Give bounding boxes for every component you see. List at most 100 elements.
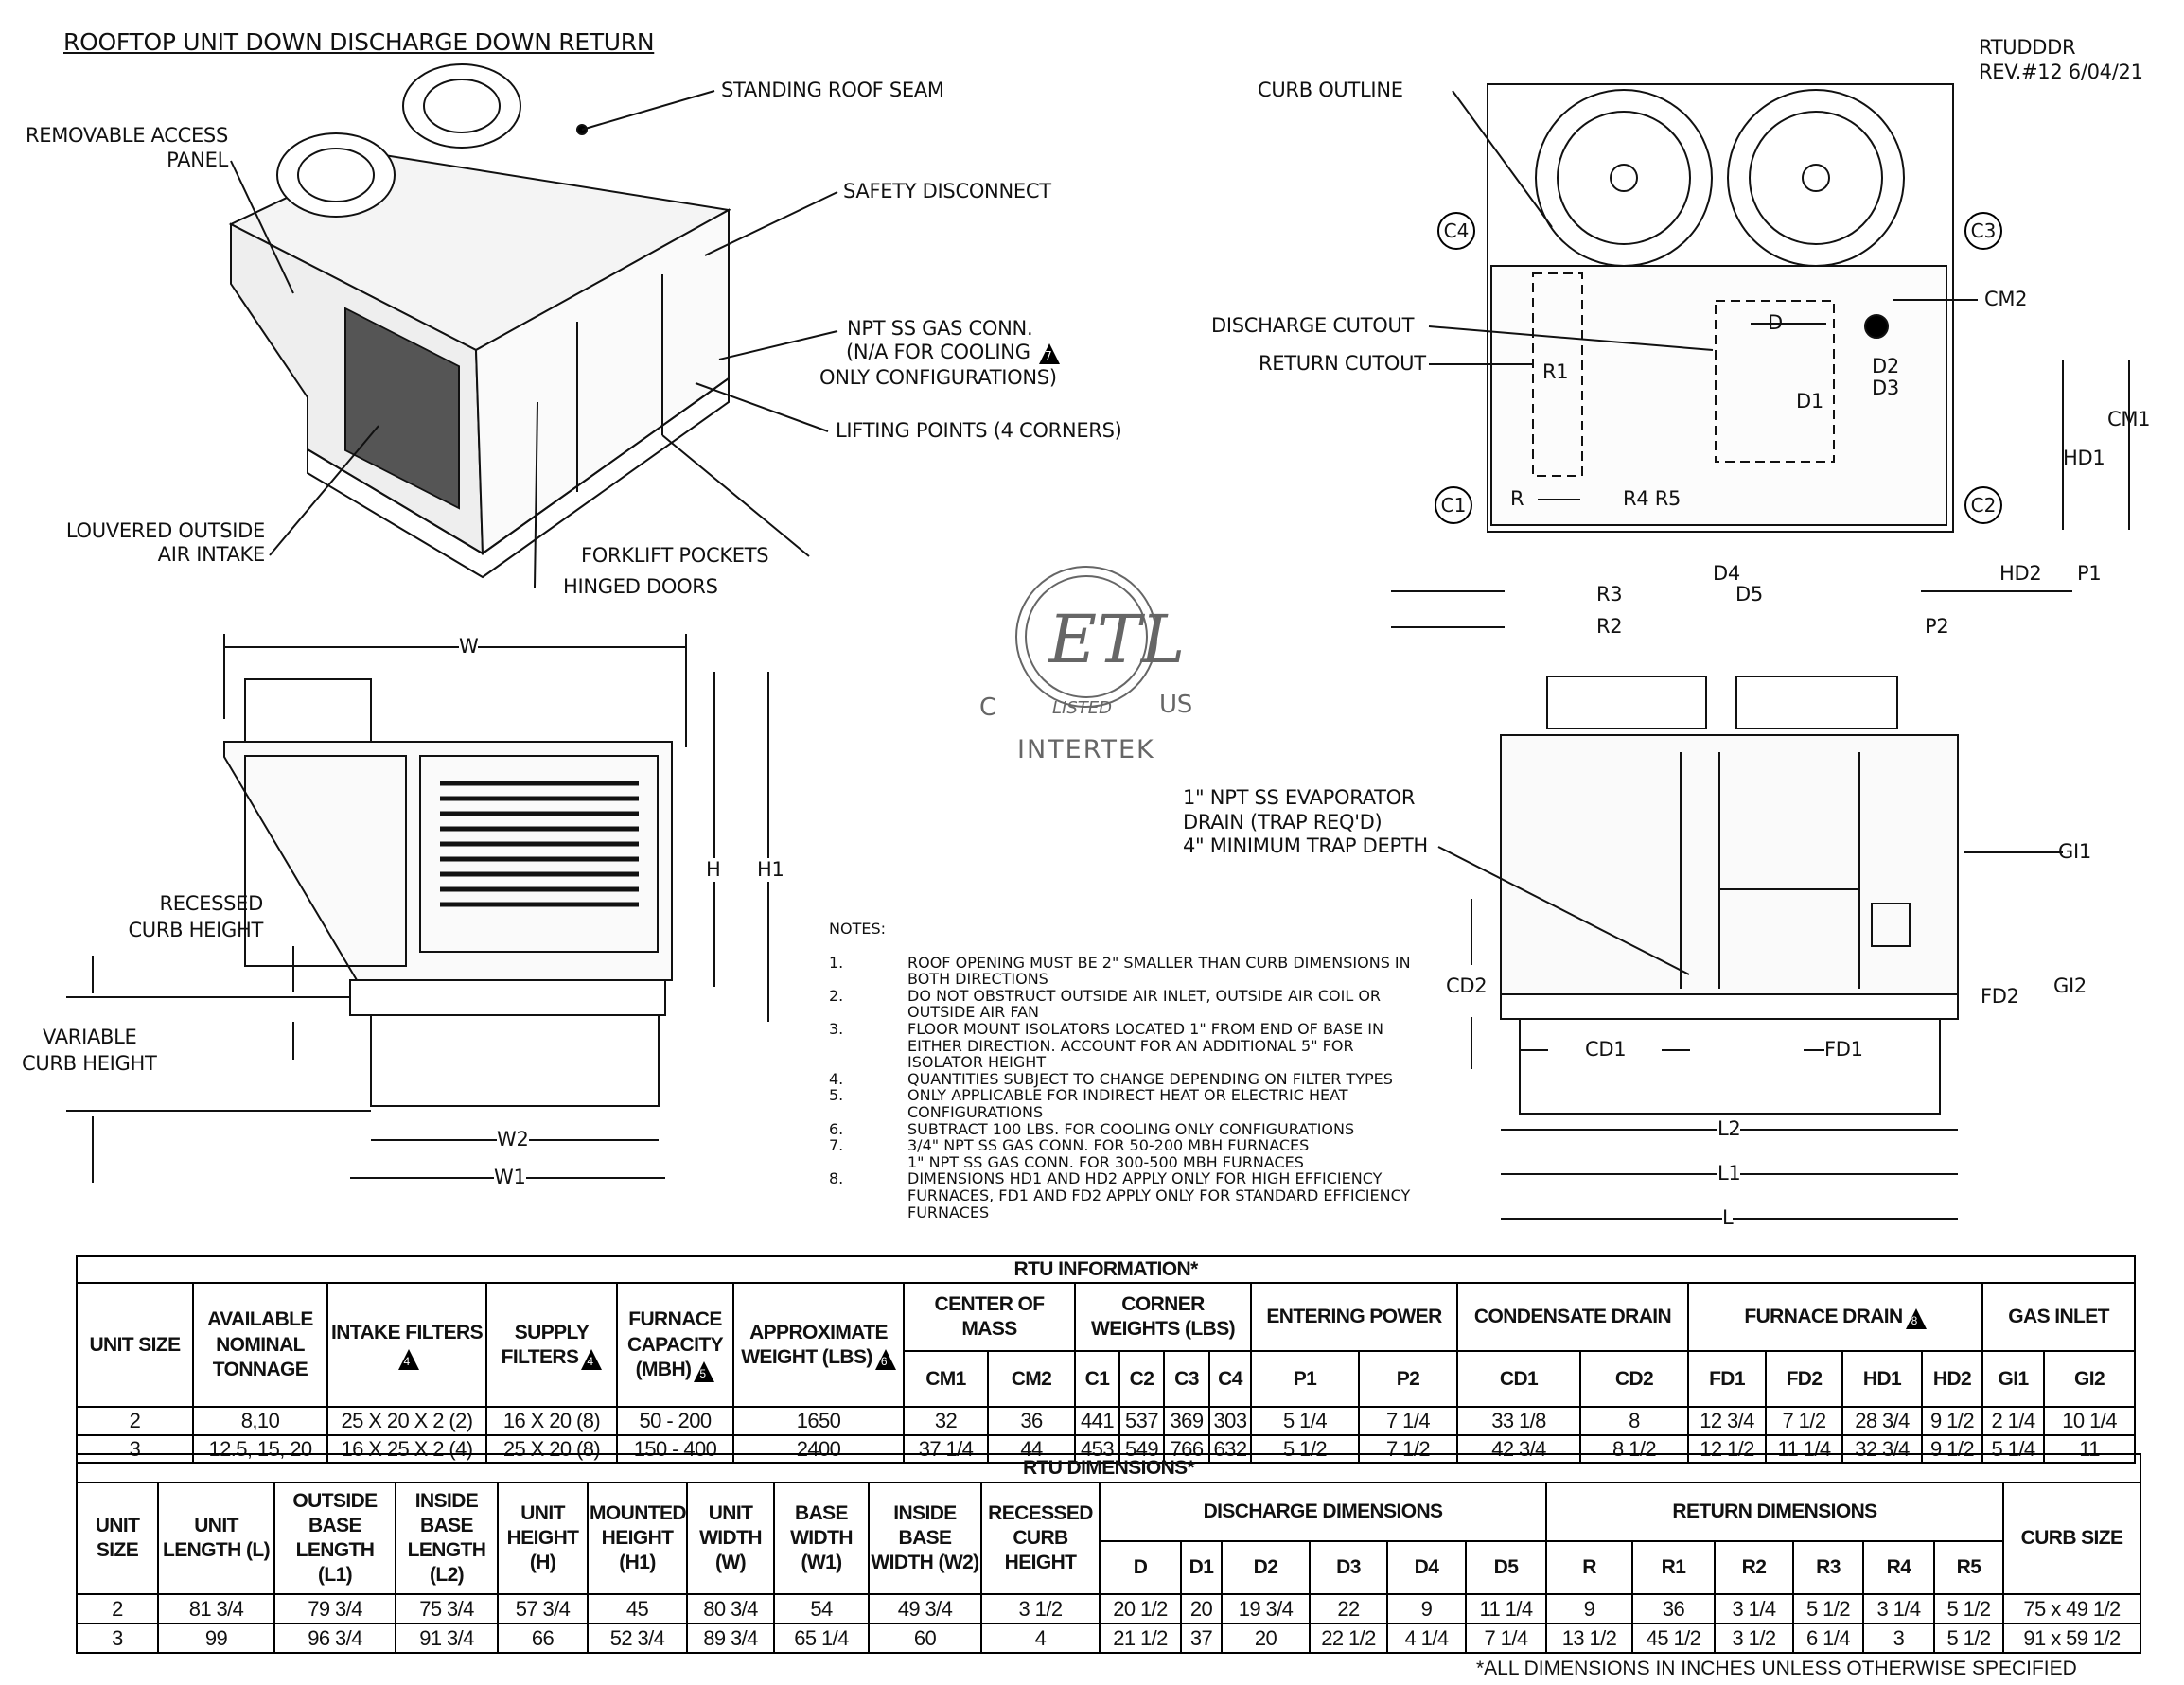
column-subheader: CD2 <box>1579 1350 1689 1409</box>
isometric-unit-view <box>228 63 838 588</box>
column-header: UNIT SIZE <box>76 1482 159 1595</box>
note-text: DO NOT OBSTRUCT OUTSIDE AIR INLET, OUTSI… <box>907 986 1382 1022</box>
dim-d1: D1 <box>1796 390 1823 412</box>
side-elevation-view <box>66 634 769 1183</box>
table-cell: 7 1/4 <box>1465 1623 1547 1654</box>
table-cell: 37 <box>1180 1623 1223 1654</box>
table-cell: 60 <box>868 1623 982 1654</box>
table-cell: 99 <box>157 1623 275 1654</box>
dim-r: R <box>1510 487 1524 510</box>
callout-standing-roof-seam: STANDING ROOF SEAM <box>721 79 944 101</box>
note-number: 4 <box>587 1355 593 1368</box>
table-cell: 54 <box>773 1593 870 1624</box>
callout-curb-outline: CURB OUTLINE <box>1258 79 1403 101</box>
callout-hinged-doors: HINGED DOORS <box>563 575 718 598</box>
dim-d: D <box>1768 311 1783 334</box>
column-header: AVAILABLE NOMINAL TONNAGE <box>192 1282 328 1409</box>
dim-l2: L2 <box>1717 1117 1741 1142</box>
table-cell: 22 <box>1309 1593 1388 1624</box>
corner-c2: C2 <box>1964 486 2002 524</box>
column-header: ENTERING POWER <box>1250 1282 1458 1353</box>
header-label: CENTER OF MASS <box>934 1293 1046 1341</box>
dim-r2: R2 <box>1596 615 1623 638</box>
header-label: APPROXIMATE WEIGHT (LBS) <box>741 1321 888 1368</box>
callout-evap-drain-2: DRAIN (TRAP REQ'D) <box>1183 811 1383 834</box>
header-label: OUTSIDE BASE LENGTH (L1) <box>292 1489 378 1587</box>
table-cell: 3 1/2 <box>1714 1623 1794 1654</box>
header-label: RECESSED CURB HEIGHT <box>988 1501 1093 1574</box>
table-cell: 22 1/2 <box>1309 1623 1388 1654</box>
column-subheader: P1 <box>1250 1350 1360 1409</box>
column-header: INSIDE BASE LENGTH (L2) <box>395 1482 499 1595</box>
column-header: BASE WIDTH (W1) <box>773 1482 870 1595</box>
note-triangle-icon: 4 <box>397 1349 419 1370</box>
dim-p2: P2 <box>1925 615 1949 638</box>
dim-p1: P1 <box>2077 562 2102 585</box>
table-cell: 91 x 59 1/2 <box>2001 1623 2142 1654</box>
dim-h1: H1 <box>757 858 784 883</box>
column-subheader: HD2 <box>1921 1350 1983 1409</box>
fan-icon <box>1535 89 1713 267</box>
callout-louvered-2: AIR INTAKE <box>157 543 266 566</box>
header-label: UNIT HEIGHT (H) <box>506 1501 579 1574</box>
note-number: 5 <box>699 1367 706 1381</box>
header-label: UNIT LENGTH (L) <box>163 1514 271 1561</box>
column-subheader: D1 <box>1180 1540 1223 1595</box>
corner-c4: C4 <box>1437 212 1475 250</box>
column-subheader: R1 <box>1631 1540 1716 1595</box>
column-subheader: GI2 <box>2042 1350 2137 1409</box>
table-cell: 75 3/4 <box>395 1593 499 1624</box>
column-subheader: D5 <box>1465 1540 1547 1595</box>
column-subheader: CM1 <box>903 1350 989 1409</box>
header-label: CURB SIZE <box>2020 1526 2123 1549</box>
note-item: 1.ROOF OPENING MUST BE 2" SMALLER THAN C… <box>829 954 1418 988</box>
header-label: BASE WIDTH (W1) <box>790 1501 853 1574</box>
table-cell: 81 3/4 <box>157 1593 275 1624</box>
callout-louvered: LOUVERED OUTSIDE <box>65 519 265 542</box>
column-header: GAS INLET <box>1981 1282 2137 1353</box>
note-item: 7.3/4" NPT SS GAS CONN. FOR 50-200 MBH F… <box>829 1137 1418 1154</box>
note-text: ONLY APPLICABLE FOR INDIRECT HEAT OR ELE… <box>907 1086 1348 1121</box>
note-number: 8 <box>1911 1314 1918 1328</box>
corner-c1: C1 <box>1435 486 1472 524</box>
table-cell: 33 1/8 <box>1456 1406 1581 1436</box>
dim-d4: D4 <box>1713 562 1740 585</box>
column-subheader: D <box>1099 1540 1182 1595</box>
table-cell: 36 <box>987 1406 1076 1436</box>
table-cell: 8,10 <box>192 1406 328 1436</box>
column-subheader: D2 <box>1221 1540 1311 1595</box>
column-subheader: C1 <box>1074 1350 1120 1409</box>
column-subheader: D4 <box>1386 1540 1467 1595</box>
table-cell: 3 <box>1862 1623 1935 1654</box>
column-subheader: HD1 <box>1841 1350 1923 1409</box>
plan-view <box>1391 83 2130 628</box>
note-text: FLOOR MOUNT ISOLATORS LOCATED 1" FROM EN… <box>907 1019 1383 1072</box>
column-subheader: P2 <box>1358 1350 1458 1409</box>
header-label: UNIT SIZE <box>95 1514 140 1561</box>
column-header: OUTSIDE BASE LENGTH (L1) <box>273 1482 396 1595</box>
note-text: 3/4" NPT SS GAS CONN. FOR 50-200 MBH FUR… <box>907 1136 1310 1155</box>
callout-recessed-curb: RECESSED <box>159 892 264 915</box>
table-cell: 1650 <box>732 1406 905 1436</box>
fan-icon <box>1727 89 1905 267</box>
table-cell: 21 1/2 <box>1099 1623 1182 1654</box>
callout-lifting-points: LIFTING POINTS (4 CORNERS) <box>836 419 1122 442</box>
table-cell: 20 1/2 <box>1099 1593 1182 1624</box>
table-cell: 12 3/4 <box>1687 1406 1767 1436</box>
dim-w1: W1 <box>494 1166 526 1190</box>
table-cell: 52 3/4 <box>587 1623 688 1654</box>
dim-d5: D5 <box>1735 583 1763 606</box>
header-label: RETURN DIMENSIONS <box>1672 1500 1877 1522</box>
dim-fd1: FD1 <box>1824 1038 1863 1062</box>
front-elevation-view <box>1437 676 2063 1220</box>
callout-discharge-cutout: DISCHARGE CUTOUT <box>1211 314 1415 337</box>
dim-r4-r5: R4 R5 <box>1623 487 1682 510</box>
dim-w: W <box>459 635 479 659</box>
table-cell: 9 1/2 <box>1921 1406 1983 1436</box>
table-cell: 3 1/4 <box>1714 1593 1794 1624</box>
column-header: UNIT LENGTH (L) <box>157 1482 275 1595</box>
